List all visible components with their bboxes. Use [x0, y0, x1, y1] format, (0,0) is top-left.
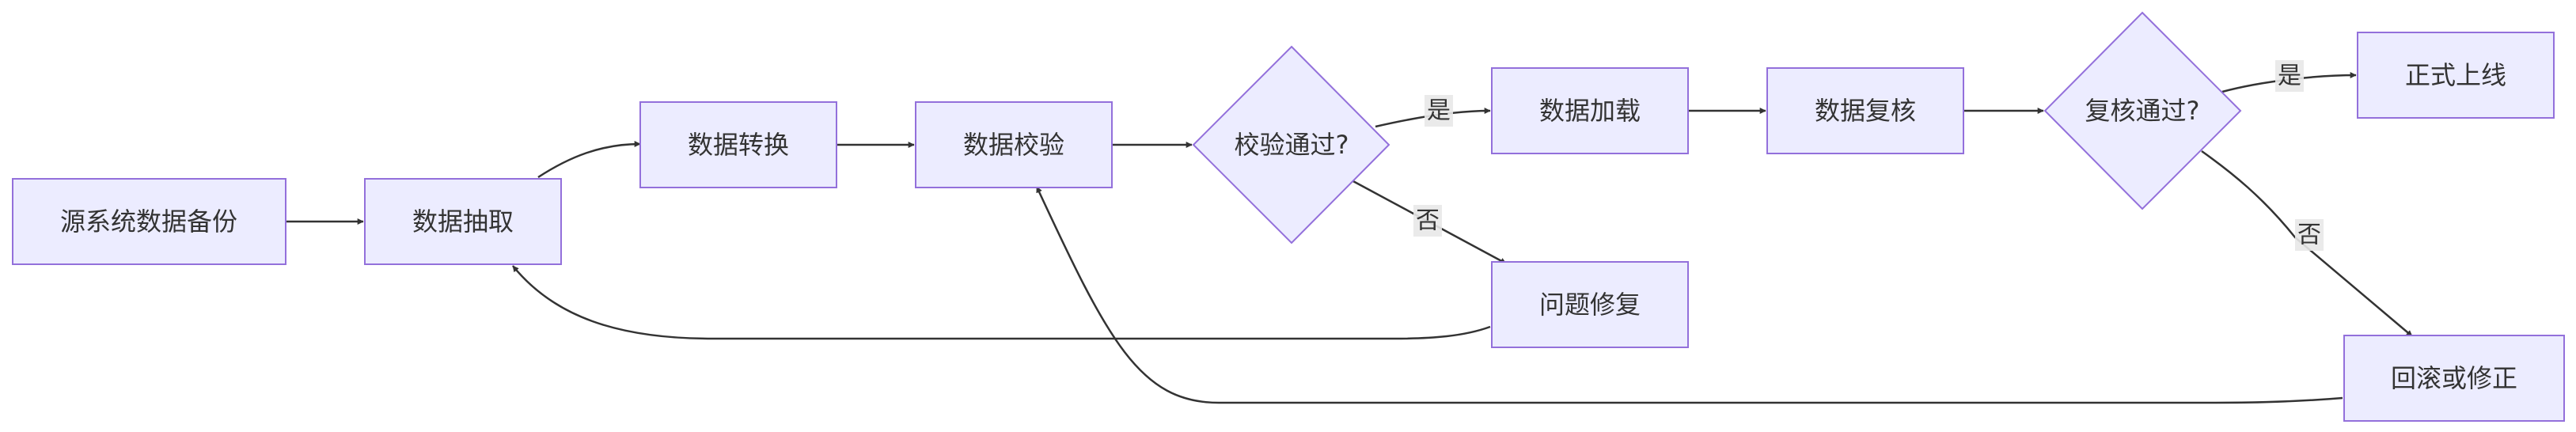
node-rollback: 回滚或修正: [2343, 335, 2565, 422]
svg-text:数据加载: 数据加载: [1539, 96, 1641, 126]
nodes: 源系统数据备份 数据抽取 数据转换 数据校验 校验通过? 数据加载 数据复核: [12, 11, 2565, 422]
svg-text:回滚或修正: 回滚或修正: [2391, 363, 2517, 393]
svg-text:否: 否: [1416, 207, 1440, 235]
svg-text:正式上线: 正式上线: [2405, 60, 2506, 90]
node-check-review: 复核通过?: [2043, 11, 2242, 210]
edge-check-review-to-rollback: [2201, 150, 2413, 337]
node-review: 数据复核: [1766, 67, 1964, 154]
node-transform: 数据转换: [639, 101, 837, 188]
node-check-validate: 校验通过?: [1192, 45, 1390, 244]
svg-text:是: 是: [2278, 63, 2301, 90]
edge-label-validate-no: 否: [1413, 205, 1442, 237]
node-fix: 问题修复: [1491, 261, 1689, 348]
edge-label-review-yes: 是: [2275, 60, 2304, 92]
edge-extract-to-transform: [537, 141, 641, 179]
svg-text:问题修复: 问题修复: [1539, 290, 1641, 320]
svg-text:数据复核: 数据复核: [1815, 96, 1916, 126]
edge-rollback-to-validate: [1035, 186, 2343, 404]
svg-text:是: 是: [1427, 97, 1451, 125]
node-backup: 源系统数据备份: [12, 178, 286, 265]
edge-label-validate-yes: 是: [1425, 95, 1453, 127]
node-extract: 数据抽取: [364, 178, 562, 265]
svg-text:校验通过?: 校验通过?: [1235, 130, 1349, 160]
node-go-live: 正式上线: [2357, 32, 2555, 119]
svg-text:数据校验: 数据校验: [963, 130, 1064, 160]
edge-labels: 是 否 是 否: [1413, 60, 2324, 251]
node-validate: 数据校验: [915, 101, 1113, 188]
svg-text:数据抽取: 数据抽取: [412, 207, 514, 237]
svg-text:否: 否: [2297, 222, 2321, 249]
svg-text:数据转换: 数据转换: [688, 130, 789, 160]
node-load: 数据加载: [1491, 67, 1689, 154]
svg-text:复核通过?: 复核通过?: [2085, 96, 2200, 126]
edge-label-review-no: 否: [2295, 219, 2324, 251]
svg-text:源系统数据备份: 源系统数据备份: [60, 207, 237, 237]
edge-fix-to-extract: [512, 265, 1491, 340]
